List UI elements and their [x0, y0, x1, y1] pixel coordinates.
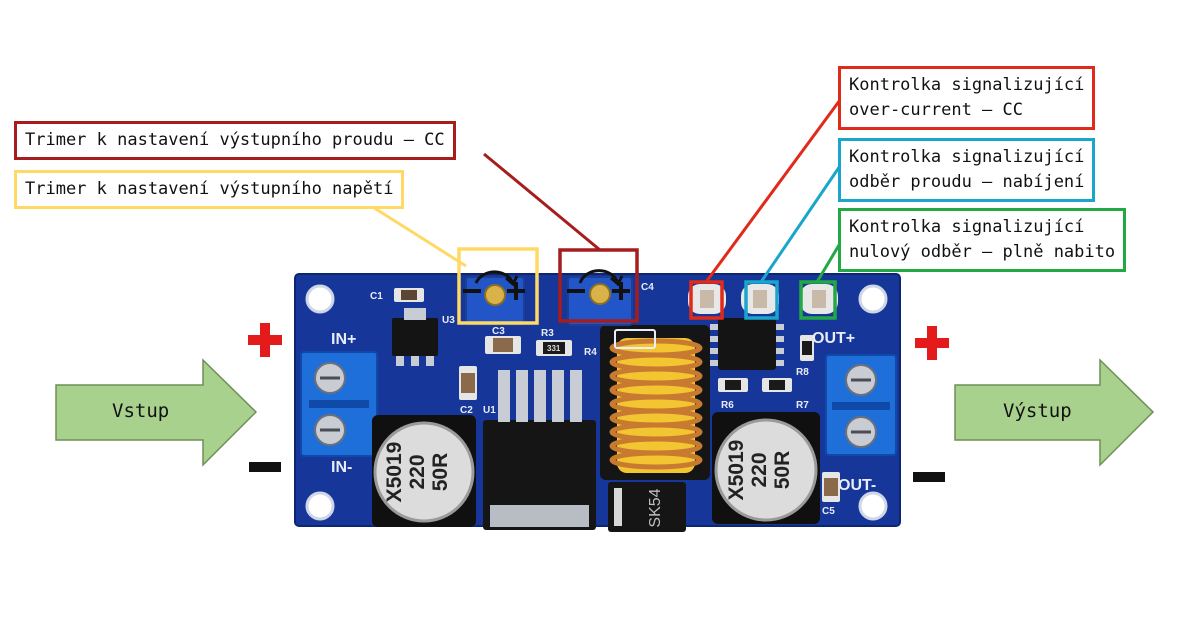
- voltage-trimmer-highlight: [457, 247, 539, 325]
- led-charging-leader: [759, 162, 844, 283]
- input-capacitor-line2: 220: [406, 454, 429, 489]
- led-overcurrent: [688, 284, 726, 314]
- callout-led-full: Kontrolka signalizující nulový odběr – p…: [838, 208, 1127, 272]
- output-capacitor-line2: 220: [748, 452, 771, 487]
- callout-led-overcurrent-line2: over-current – CC: [849, 100, 1023, 120]
- voltage-trimmer-arc: [474, 270, 519, 287]
- callout-cc-trimmer: Trimer k nastavení výstupního proudu – C…: [14, 121, 456, 160]
- callout-led-charging: Kontrolka signalizující odběr proudu – n…: [838, 138, 1096, 202]
- pcb-label-in-minus: IN-: [331, 459, 352, 476]
- led-overcurrent-leader: [704, 99, 842, 283]
- pcb-label-r3: R3: [541, 328, 554, 339]
- pcb-label-c1: C1: [370, 291, 383, 302]
- input-minus-symbol: [249, 462, 281, 472]
- input-arrow: [55, 358, 258, 467]
- led-charging: [741, 284, 779, 314]
- input-capacitor-line3: 50R: [429, 453, 452, 492]
- pcb-label-c3: C3: [492, 326, 505, 337]
- mounting-holes: [305, 284, 888, 521]
- callout-led-charging-line1: Kontrolka signalizující: [849, 147, 1085, 167]
- output-minus-symbol: [913, 472, 945, 482]
- pcb-label-out-plus: OUT+: [812, 330, 855, 347]
- pcb-label-r6: R6: [721, 400, 734, 411]
- input-terminal-block: [300, 351, 378, 457]
- control-ic: [710, 318, 784, 370]
- output-arrow: [954, 358, 1155, 467]
- pcb-label-u1: U1: [483, 405, 496, 416]
- input-capacitor-line1: X5019: [383, 442, 406, 503]
- resistor-code: 331: [547, 344, 561, 353]
- output-capacitor-line3: 50R: [771, 451, 794, 490]
- current-trimmer-arc: [578, 269, 624, 287]
- output-plus-symbol: [915, 326, 949, 360]
- pcb-label-r7: R7: [796, 400, 809, 411]
- callout-led-full-line1: Kontrolka signalizující: [849, 217, 1085, 237]
- output-capacitor: [712, 412, 820, 524]
- output-arrow-label: Výstup: [1003, 400, 1072, 422]
- smd-components: [394, 288, 840, 502]
- voltage-trimmer-signs: [463, 282, 525, 300]
- pcb-label-in-plus: IN+: [331, 331, 356, 348]
- led-full: [800, 284, 838, 314]
- callout-led-full-line2: nulový odběr – plně nabito: [849, 242, 1116, 262]
- callout-cc-trimmer-text: Trimer k nastavení výstupního proudu – C…: [25, 130, 445, 150]
- u3-regulator: [392, 308, 438, 366]
- diode-marking: SK54: [647, 488, 664, 527]
- pcb-label-c2: C2: [460, 405, 473, 416]
- pcb-label-u3: U3: [442, 315, 455, 326]
- pcb-label-out-minus: OUT-: [838, 477, 876, 494]
- output-terminal-block: [825, 354, 897, 456]
- current-trimmer-leader: [483, 152, 601, 252]
- callout-voltage-trimmer-text: Trimer k nastavení výstupního napětí: [25, 179, 394, 199]
- schottky-diode: [608, 482, 686, 532]
- output-capacitor-line1: X5019: [725, 440, 748, 501]
- pcb-label-r4: R4: [584, 347, 597, 358]
- input-plus-symbol: [248, 323, 282, 357]
- input-arrow-label: Vstup: [112, 400, 170, 422]
- callout-led-charging-line2: odběr proudu – nabíjení: [849, 172, 1085, 192]
- regulator-ic: [483, 370, 596, 530]
- input-capacitor: [372, 415, 476, 527]
- pcb-label-c5: C5: [822, 506, 835, 517]
- callout-led-overcurrent-line1: Kontrolka signalizující: [849, 75, 1085, 95]
- current-trimmer-signs: [567, 282, 630, 300]
- callout-voltage-trimmer: Trimer k nastavení výstupního napětí: [14, 170, 405, 209]
- pcb-label-r8: R8: [796, 367, 809, 378]
- pcb-label-c4: C4: [641, 282, 654, 293]
- callout-led-overcurrent: Kontrolka signalizující over-current – C…: [838, 66, 1096, 130]
- voltage-trimmer-leader: [367, 202, 467, 268]
